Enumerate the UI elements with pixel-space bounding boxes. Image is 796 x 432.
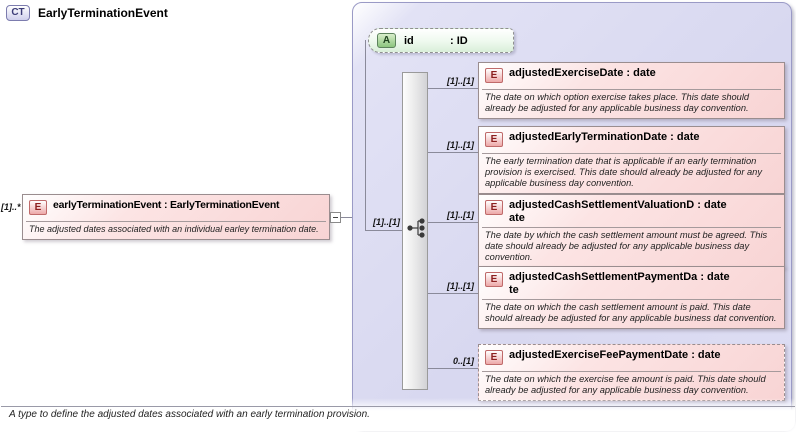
element-icon: E bbox=[485, 200, 503, 215]
complex-type-title: EarlyTerminationEvent bbox=[38, 6, 168, 20]
connector-line bbox=[428, 88, 478, 89]
element-box-adjustedCashSettlementValuationDate[interactable]: E adjustedCashSettlementValuationD : dat… bbox=[478, 194, 785, 269]
connector-line bbox=[365, 230, 402, 231]
divider bbox=[482, 298, 781, 300]
element-icon: E bbox=[485, 272, 503, 287]
divider bbox=[482, 371, 781, 372]
divider bbox=[482, 226, 781, 228]
element-icon: E bbox=[485, 132, 503, 147]
element-description: The date on which option exercise takes … bbox=[485, 92, 750, 114]
element-description: The early termination date that is appli… bbox=[485, 156, 762, 189]
element-box-adjustedEarlyTerminationDate[interactable]: E adjustedEarlyTerminationDate : date Th… bbox=[478, 126, 785, 195]
divider bbox=[482, 153, 781, 154]
element-description: The date by which the cash settlement am… bbox=[485, 229, 768, 263]
complex-type-header: CT EarlyTerminationEvent bbox=[6, 5, 168, 21]
complex-type-annotation: A type to define the adjusted dates asso… bbox=[1, 398, 795, 431]
element-title: adjustedEarlyTerminationDate : date bbox=[509, 131, 700, 143]
source-element-description: The adjusted dates associated with an in… bbox=[29, 224, 319, 234]
connector-line bbox=[428, 152, 478, 153]
cardinality-label: [1]..[1] bbox=[447, 76, 474, 86]
connector-line bbox=[365, 40, 366, 231]
sequence-cardinality-label: [1]..[1] bbox=[373, 217, 400, 227]
complex-type-icon: CT bbox=[6, 5, 30, 21]
sequence-icon bbox=[407, 218, 425, 238]
element-title: adjustedCashSettlementValuationD : date … bbox=[509, 199, 727, 224]
element-icon: E bbox=[485, 350, 503, 365]
divider bbox=[482, 89, 781, 90]
element-box-adjustedExerciseFeePaymentDate[interactable]: E adjustedExerciseFeePaymentDate : date … bbox=[478, 344, 785, 402]
collapse-toggle[interactable] bbox=[330, 212, 341, 223]
divider bbox=[26, 221, 326, 222]
element-title: adjustedExerciseDate : date bbox=[509, 67, 656, 79]
cardinality-label: [1]..[1] bbox=[447, 210, 474, 220]
cardinality-label: 0..[1] bbox=[452, 356, 474, 366]
attribute-name: id bbox=[404, 34, 414, 47]
connector-line bbox=[428, 293, 478, 294]
sequence-compositor-bar[interactable] bbox=[402, 72, 428, 390]
source-cardinality-label: [1]..* bbox=[1, 202, 21, 212]
cardinality-label: [1]..[1] bbox=[447, 281, 474, 291]
attribute-icon: A bbox=[377, 33, 396, 48]
element-icon: E bbox=[485, 68, 503, 83]
element-box-adjustedCashSettlementPaymentDate[interactable]: E adjustedCashSettlementPaymentDa : date… bbox=[478, 266, 785, 330]
divider bbox=[1, 406, 795, 407]
element-description: The date on which the exercise fee amoun… bbox=[485, 374, 766, 396]
element-title: adjustedExerciseFeePaymentDate : date bbox=[509, 349, 721, 361]
complex-type-description: A type to define the adjusted dates asso… bbox=[9, 409, 370, 420]
element-title: adjustedCashSettlementPaymentDa : date t… bbox=[509, 271, 730, 296]
source-element-title: earlyTerminationEvent : EarlyTermination… bbox=[53, 199, 280, 211]
attribute-type: : ID bbox=[450, 34, 468, 47]
connector-line bbox=[428, 368, 478, 369]
attribute-box-id[interactable]: A id : ID bbox=[368, 28, 514, 53]
element-description: The date on which the cash settlement am… bbox=[485, 301, 777, 324]
source-element-box[interactable]: E earlyTerminationEvent : EarlyTerminati… bbox=[22, 194, 330, 240]
connector-line bbox=[428, 222, 478, 223]
cardinality-label: [1]..[1] bbox=[447, 140, 474, 150]
element-box-adjustedExerciseDate[interactable]: E adjustedExerciseDate : date The date o… bbox=[478, 62, 785, 120]
element-icon: E bbox=[29, 200, 47, 215]
